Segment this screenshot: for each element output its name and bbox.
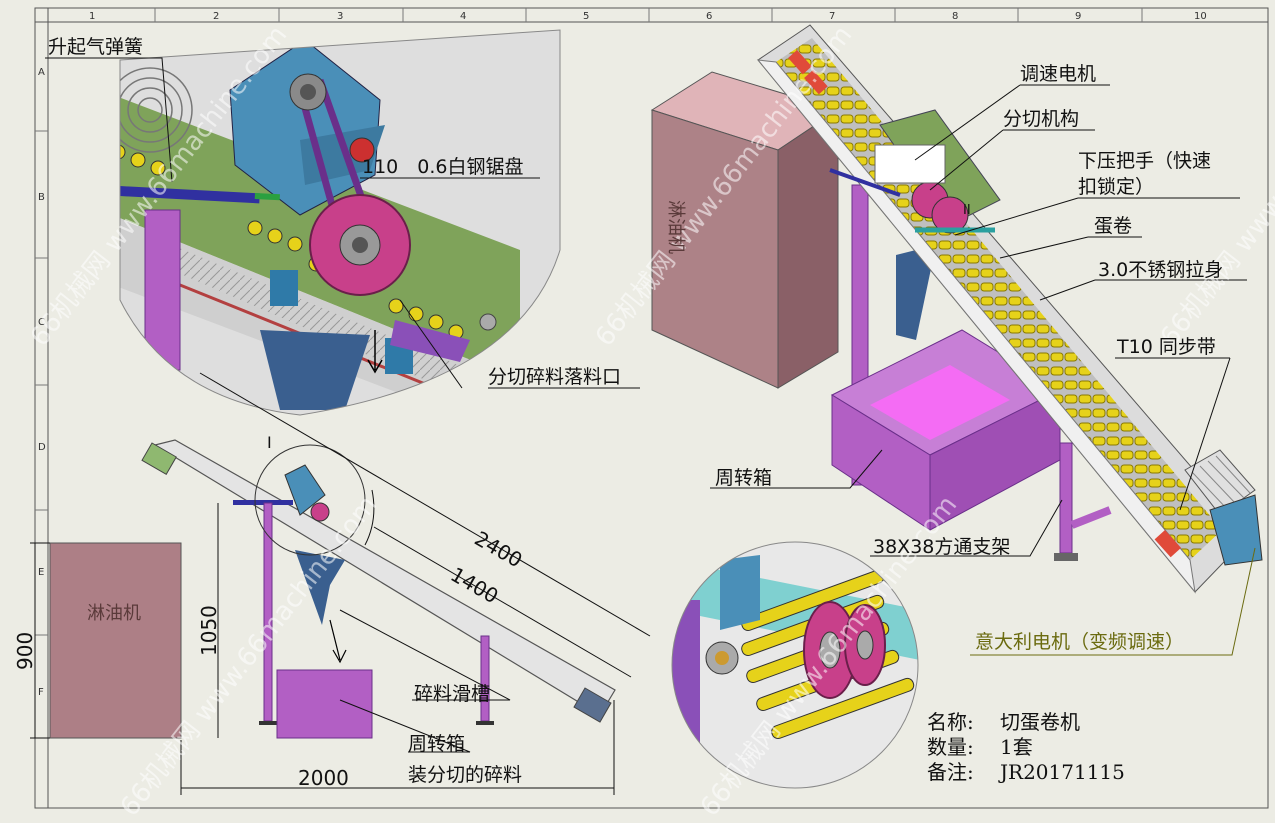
title-note-value: JR20171115 bbox=[1000, 760, 1125, 784]
isometric-view bbox=[650, 24, 1263, 594]
detail-ii-outline bbox=[671, 541, 919, 789]
title-qty-value: 1套 bbox=[1000, 735, 1033, 759]
label-scrap-note: 装分切的碎料 bbox=[408, 764, 523, 786]
cabinet-text: 淋油机 bbox=[665, 200, 686, 254]
label-turnover-box-bottom: 周转箱 bbox=[408, 733, 466, 755]
grid-col-3: 3 bbox=[337, 11, 343, 22]
grid-row-a: A bbox=[38, 67, 45, 78]
grid-col-5: 5 bbox=[583, 11, 589, 22]
detail-mark-ii: II bbox=[963, 203, 971, 218]
grid-row-f: F bbox=[38, 687, 44, 698]
detail-view-i bbox=[120, 30, 560, 415]
label-scrap-chute: 碎料滑槽 bbox=[414, 683, 491, 705]
dimension-1050: 1050 bbox=[197, 605, 221, 656]
grid-col-2: 2 bbox=[213, 11, 219, 22]
detail-view-ii bbox=[672, 542, 918, 788]
grid-col-4: 4 bbox=[460, 11, 466, 22]
title-name-label: 名称: bbox=[927, 710, 974, 734]
label-gas-spring: 升起气弹簧 bbox=[48, 36, 144, 58]
dimension-900: 900 bbox=[13, 631, 37, 670]
leader-lines bbox=[45, 57, 1247, 753]
label-speed-motor: 调速电机 bbox=[1020, 63, 1097, 85]
label-saw-disc: 110 0.6白钢锯盘 bbox=[362, 156, 524, 178]
grid-row-b: B bbox=[38, 192, 45, 203]
grid-col-9: 9 bbox=[1075, 11, 1081, 22]
label-italian-motor: 意大利电机（变频调速） bbox=[975, 631, 1185, 653]
side-view bbox=[30, 372, 651, 795]
label-chute-outlet: 分切碎料落料口 bbox=[488, 366, 622, 388]
oil-machine-text: 淋油机 bbox=[87, 603, 141, 624]
grid-row-d: D bbox=[38, 442, 46, 453]
label-egg-roll: 蛋卷 bbox=[1094, 215, 1133, 237]
side-turnover-box bbox=[276, 669, 373, 739]
grid-col-8: 8 bbox=[952, 11, 958, 22]
label-press-handle-1: 下压把手（快速 bbox=[1078, 150, 1212, 172]
label-cutting-mechanism: 分切机构 bbox=[1003, 108, 1080, 130]
label-press-handle-2: 扣锁定） bbox=[1078, 176, 1155, 198]
title-qty-label: 数量: bbox=[927, 735, 974, 759]
grid-row-c: C bbox=[38, 317, 45, 328]
grid-row-e: E bbox=[38, 567, 44, 578]
detail-i-outline bbox=[119, 29, 561, 416]
label-steel-body: 3.0不锈钢拉身 bbox=[1098, 259, 1224, 281]
grid-col-6: 6 bbox=[706, 11, 712, 22]
detail-mark-i: I bbox=[267, 433, 272, 452]
grid-col-1: 1 bbox=[89, 11, 95, 22]
grid-col-7: 7 bbox=[829, 11, 835, 22]
label-timing-belt: T10 同步带 bbox=[1117, 336, 1216, 358]
sheet-border: 1 2 3 4 5 6 7 8 9 10 A B C D E F bbox=[34, 7, 1269, 809]
title-note-label: 备注: bbox=[927, 760, 974, 784]
title-name-value: 切蛋卷机 bbox=[1000, 710, 1080, 734]
label-bracket: 38X38方通支架 bbox=[873, 536, 1011, 558]
grid-col-10: 10 bbox=[1194, 11, 1207, 22]
dimension-2000: 2000 bbox=[298, 766, 349, 790]
oil-machine-box bbox=[49, 542, 182, 739]
label-turnover-box-top: 周转箱 bbox=[715, 467, 773, 489]
